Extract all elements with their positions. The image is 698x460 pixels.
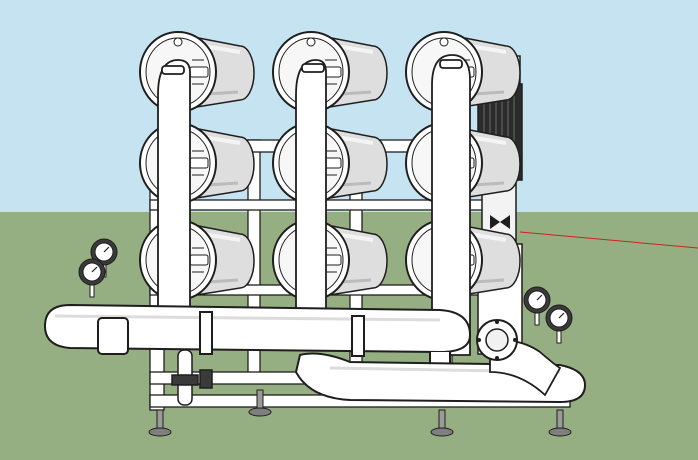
- riser-pipe-left[interactable]: [157, 59, 191, 311]
- riser-pipes: [157, 54, 471, 356]
- red-axis-line: [519, 231, 698, 249]
- riser-pipe-center[interactable]: [295, 59, 327, 311]
- valve-symbol-icon: [490, 215, 510, 229]
- drain-valve-assembly[interactable]: [171, 349, 213, 406]
- riser-pipe-right[interactable]: [431, 54, 471, 356]
- pump-outlet-flange[interactable]: [476, 319, 562, 397]
- front-manifold[interactable]: [43, 303, 472, 366]
